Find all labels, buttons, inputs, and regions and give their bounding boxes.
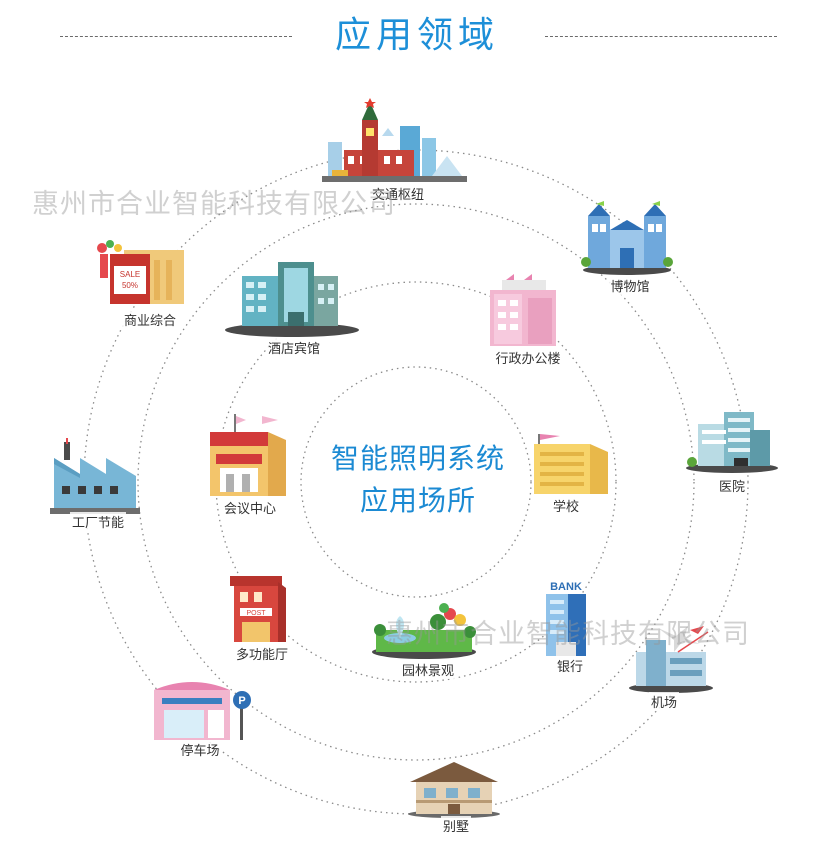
center-caption: 智能照明系统 应用场所 bbox=[268, 438, 568, 522]
label-garden: 园林景观 bbox=[399, 660, 457, 679]
center-caption-line2: 应用场所 bbox=[359, 484, 476, 517]
svg-text:BANK: BANK bbox=[550, 581, 582, 593]
garden-fountain-icon bbox=[372, 603, 476, 659]
label-office: 行政办公楼 bbox=[493, 348, 563, 367]
office-building-icon bbox=[490, 274, 556, 346]
ring-third bbox=[137, 203, 695, 761]
label-school: 学校 bbox=[550, 496, 582, 515]
ring-outer bbox=[83, 149, 749, 815]
school-building-icon bbox=[534, 434, 608, 494]
label-hotel: 酒店宾馆 bbox=[265, 338, 323, 357]
label-hall: 多功能厅 bbox=[233, 644, 291, 663]
kremlin-tower-icon bbox=[322, 98, 467, 182]
label-commercial: 商业综合 bbox=[121, 310, 179, 329]
museum-building-icon bbox=[581, 201, 673, 275]
page-title: 应用领域 bbox=[334, 15, 499, 56]
parking-garage-icon: P bbox=[154, 682, 251, 740]
label-hospital: 医院 bbox=[716, 476, 748, 495]
title-line-right bbox=[545, 36, 777, 37]
factory-icon bbox=[50, 438, 140, 514]
post-office-icon: POST bbox=[230, 576, 286, 642]
label-parking: 停车场 bbox=[178, 740, 222, 759]
label-bank: 银行 bbox=[554, 656, 586, 675]
center-caption-line1: 智能照明系统 bbox=[330, 442, 505, 475]
title-line-left bbox=[60, 36, 292, 37]
villa-house-icon bbox=[408, 762, 500, 818]
label-conference: 会议中心 bbox=[221, 498, 279, 517]
hospital-building-icon bbox=[686, 412, 778, 473]
svg-text:POST: POST bbox=[246, 610, 266, 617]
label-factory: 工厂节能 bbox=[69, 512, 127, 531]
svg-text:50%: 50% bbox=[122, 281, 138, 290]
bank-building-icon: BANK bbox=[546, 581, 586, 656]
label-transport: 交通枢纽 bbox=[369, 184, 427, 203]
ring-inner bbox=[300, 366, 532, 598]
svg-text:P: P bbox=[238, 695, 245, 707]
conference-hall-icon bbox=[210, 414, 286, 496]
svg-text:SALE: SALE bbox=[120, 270, 140, 279]
airport-terminal-icon bbox=[629, 626, 713, 693]
sale-shop-icon: SALE 50% bbox=[97, 240, 184, 304]
label-airport: 机场 bbox=[648, 692, 680, 711]
label-villa: 别墅 bbox=[440, 816, 472, 835]
hotel-building-icon bbox=[225, 262, 359, 337]
title-block: 应用领域 bbox=[0, 12, 834, 60]
label-museum: 博物馆 bbox=[608, 276, 652, 295]
